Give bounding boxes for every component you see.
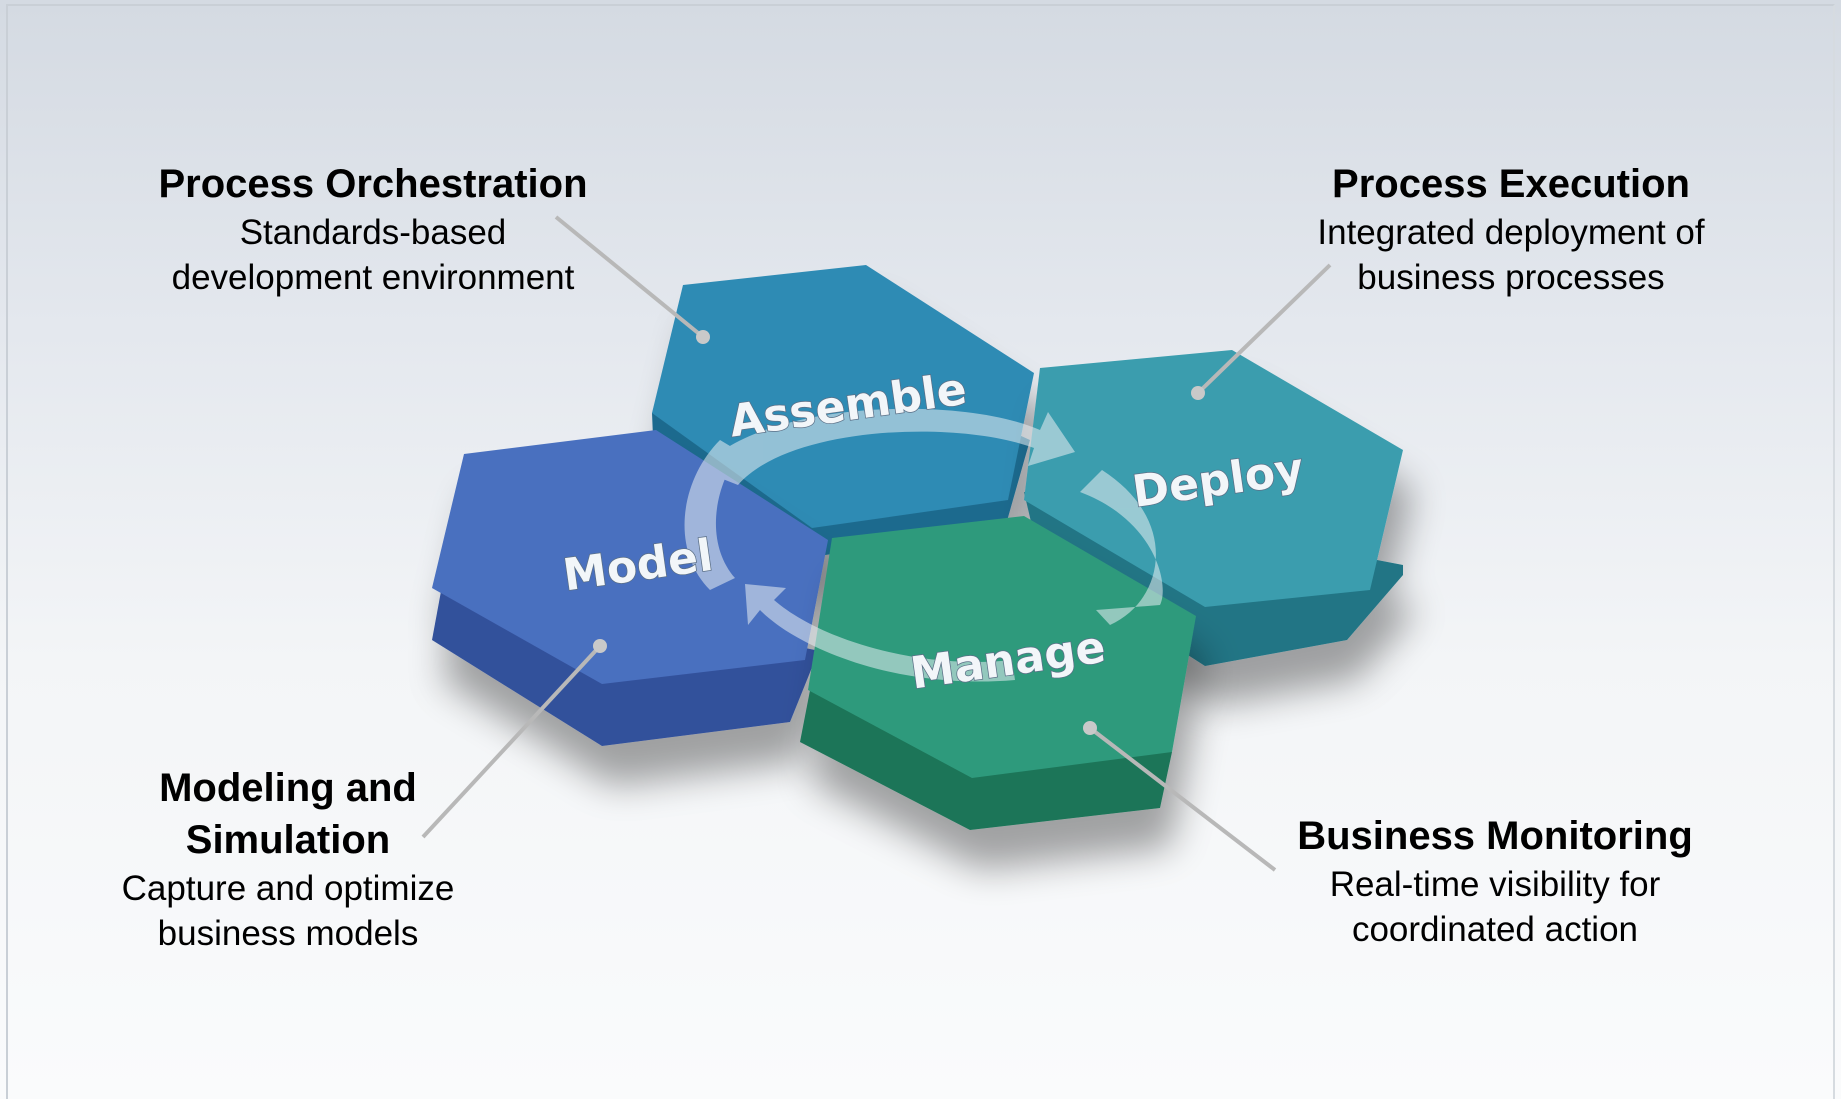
callout-title-line: Simulation	[185, 818, 391, 862]
connector-modeling	[421, 639, 607, 839]
model-hexagon	[432, 430, 828, 746]
connector-execution	[1191, 263, 1332, 400]
callout-process-execution: Process Execution Integrated deployment …	[1276, 158, 1746, 300]
connector-monitoring	[1083, 721, 1277, 872]
callout-title: Process Execution	[1332, 162, 1690, 206]
deploy-hexagon-top	[1024, 350, 1403, 607]
callout-description-line: business models	[157, 914, 419, 953]
manage-hexagon-top	[808, 516, 1196, 778]
cycle-arrow	[684, 408, 1163, 682]
model-label: Model	[560, 530, 716, 601]
cycle-arrow-band-left	[684, 440, 740, 590]
callout-description-line: Integrated deployment of	[1317, 213, 1705, 252]
model-hexagon-top	[432, 430, 828, 684]
connector-dot	[1191, 386, 1205, 400]
cycle-arrow-band-right	[1080, 470, 1163, 625]
deploy-hexagon	[1024, 350, 1403, 666]
callout-description-line: development environment	[171, 258, 575, 297]
manage-hexagon	[800, 516, 1196, 830]
callout-title: Process Orchestration	[158, 162, 588, 206]
cycle-arrow-band-top	[700, 408, 1075, 485]
connector-orchestration	[554, 215, 710, 344]
callout-modeling-simulation: Modeling and Simulation Capture and opti…	[88, 762, 488, 956]
callout-description-line: Standards-based	[239, 213, 507, 252]
callout-description-line: business processes	[1357, 258, 1665, 297]
connector-dot	[1083, 721, 1097, 735]
callout-description-line: Real-time visibility for	[1329, 865, 1661, 904]
callout-title: Business Monitoring	[1297, 814, 1693, 858]
connector-dot	[696, 330, 710, 344]
callout-title-line: Modeling and	[159, 766, 417, 810]
callout-business-monitoring: Business Monitoring Real-time visibility…	[1270, 810, 1720, 952]
callout-process-orchestration: Process Orchestration Standards-based de…	[120, 158, 626, 300]
cycle-arrow-band-bottom	[745, 584, 1015, 682]
connector-dot	[593, 639, 607, 653]
callout-description-line: coordinated action	[1351, 910, 1639, 949]
callout-description-line: Capture and optimize	[121, 869, 455, 908]
slide-frame	[6, 4, 1835, 1099]
